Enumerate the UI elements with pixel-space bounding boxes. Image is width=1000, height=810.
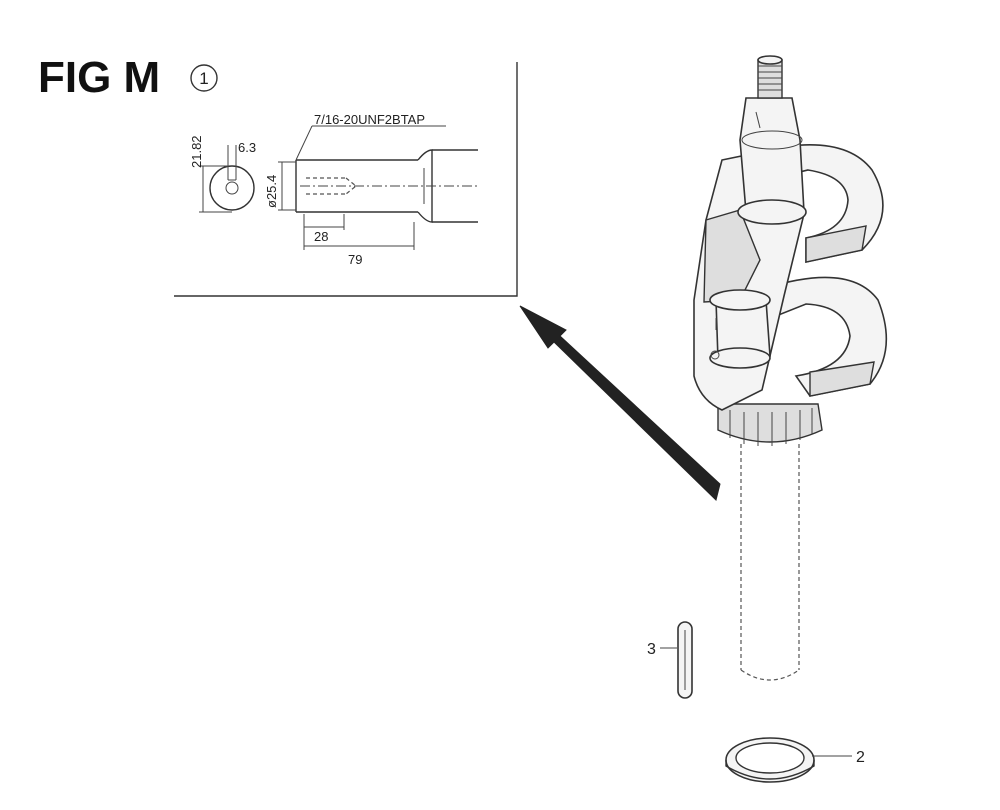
washer-part <box>725 737 852 783</box>
dim-length: 79 <box>348 252 362 267</box>
callout-circle: 1 <box>190 64 218 92</box>
side-view <box>278 125 478 250</box>
dim-depth: 28 <box>314 229 328 244</box>
part-number-3: 3 <box>647 641 656 658</box>
key-part <box>660 621 693 699</box>
thread-spec-label: 7/16-20UNF2BTAP <box>314 112 425 127</box>
crankshaft-gear <box>717 403 823 446</box>
crankshaft-threaded-tip <box>757 55 783 99</box>
crankshaft <box>693 55 888 681</box>
dim-key-width: 6.3 <box>238 140 256 155</box>
crankshaft-upper-journal <box>737 97 807 225</box>
crankshaft-web <box>693 145 805 411</box>
callout-number: 1 <box>199 69 208 88</box>
dim-diameter: ø25.4 <box>264 175 279 208</box>
crankshaft-lower-shaft <box>740 444 800 681</box>
crankshaft-counterweight-lower <box>765 276 888 397</box>
figure-title: FIG M <box>38 53 160 102</box>
detail-pointer-arrow <box>519 305 721 501</box>
dim-height: 21.82 <box>189 135 204 168</box>
detail-inset: 21.82 6.3 ø25.4 7/16-20UN <box>174 62 518 297</box>
part-number-2: 2 <box>856 749 865 766</box>
end-view <box>199 145 255 213</box>
